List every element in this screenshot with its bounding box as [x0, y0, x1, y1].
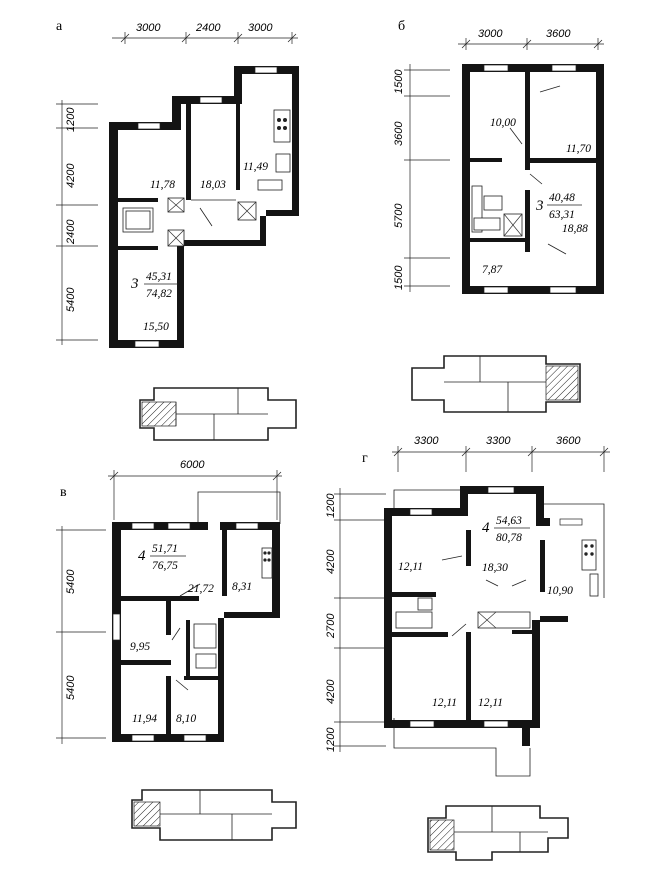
plan-a-dim-top-2: 2400: [195, 22, 221, 34]
plan-a-dim-side-1: 1200: [65, 107, 77, 132]
plan-g-room-area-3: 10,90: [547, 585, 573, 597]
plan-b-dim-side-3: 5700: [393, 203, 405, 228]
plan-a-windows: [134, 66, 278, 348]
plan-g-room-area-4: 12,11: [432, 697, 457, 709]
plan-b-apartment-formula: 3 40,48 63,31: [535, 192, 582, 221]
plan-a-key-plan: [139, 387, 297, 441]
plan-b-room-area-1: 10,00: [490, 117, 516, 129]
plan-v: в 6000 5400 5400: [56, 459, 297, 841]
plan-v-rooms-count: 4: [138, 548, 146, 564]
plan-v-room-area-5: 8,10: [176, 713, 196, 725]
plan-b-fixtures: [471, 85, 567, 255]
plan-b-side-dimensions: 1500 3600 5700 1500: [393, 64, 450, 292]
plan-a-rooms-count: 3: [130, 276, 139, 292]
plan-a-total-area: 74,82: [146, 288, 172, 300]
plan-a-living-area: 45,31: [146, 271, 172, 283]
plan-a-dim-side-4: 5400: [65, 287, 77, 312]
plan-g-dim-top-2: 3300: [486, 435, 511, 447]
plan-b-room-area-4: 7,87: [482, 264, 503, 276]
plan-a-side-dimensions: 1200 4200 2400 5400: [56, 100, 98, 345]
plan-g-dim-side-1: 1200: [325, 493, 337, 518]
plan-v-dim-side-2: 5400: [65, 675, 77, 700]
plan-v-windows: [112, 522, 259, 742]
plan-g-side-dimensions: 1200 4200 2700 4200 1200: [325, 488, 386, 752]
plan-g-room-area-1: 12,11: [398, 561, 423, 573]
plan-a-room-area-4: 15,50: [143, 321, 169, 333]
plan-b-rooms-count: 3: [535, 198, 544, 214]
plan-b-living-area: 40,48: [549, 192, 575, 204]
plan-g-apartment-formula: 4 54,63 80,78: [482, 515, 530, 544]
plan-b-label: б: [398, 19, 405, 34]
plan-b-key-plan: [411, 355, 581, 413]
plan-v-room-area-4: 11,94: [132, 713, 157, 725]
plan-a-apartment-formula: 3 45,31 74,82: [130, 271, 178, 300]
plan-b-walls: [462, 64, 604, 294]
plan-v-room-area-3: 9,95: [130, 641, 150, 653]
plan-g-top-dimensions: 3300 3300 3600: [392, 435, 610, 472]
plan-v-total-area: 76,75: [152, 560, 178, 572]
plan-g-label: г: [362, 451, 368, 466]
plan-b-top-dimensions: 3000 3600: [458, 28, 604, 50]
plan-a-dim-top-3: 3000: [248, 22, 273, 34]
plan-b-windows: [483, 64, 577, 294]
plan-g-key-plan: [427, 805, 569, 861]
plan-v-key-plan: [131, 789, 297, 841]
plan-g-living-area: 54,63: [496, 515, 522, 527]
plan-a-dim-side-3: 2400: [65, 219, 77, 245]
plan-a: а 3000 2400 3000 1200 4200 2400: [56, 19, 299, 441]
plan-g-dim-side-5: 1200: [325, 727, 337, 752]
plan-b-total-area: 63,31: [549, 209, 575, 221]
plan-b-dim-top-2: 3600: [546, 28, 571, 40]
plan-b-dim-side-1: 1500: [393, 69, 405, 94]
plan-g-dim-side-3: 2700: [325, 613, 337, 639]
plan-a-room-area-2: 18,03: [200, 179, 226, 191]
plan-a-dim-side-2: 4200: [65, 163, 77, 188]
plan-g-room-area-5: 12,11: [478, 697, 503, 709]
plan-v-room-area-2: 8,31: [232, 581, 252, 593]
plan-b-dim-top-1: 3000: [478, 28, 503, 40]
plan-v-room-area-1: 21,72: [188, 583, 214, 595]
plan-g-dim-top-1: 3300: [414, 435, 439, 447]
plan-g-dim-side-4: 4200: [325, 679, 337, 704]
plan-a-room-area-3: 11,49: [243, 161, 268, 173]
plan-a-dim-top-1: 3000: [136, 22, 161, 34]
plan-g-rooms-count: 4: [482, 520, 490, 536]
plan-a-room-area-1: 11,78: [150, 179, 175, 191]
plan-a-label: а: [56, 19, 63, 34]
plan-a-walls: [109, 66, 299, 348]
plan-b-dim-side-2: 3600: [393, 121, 405, 146]
plan-g-dim-side-2: 4200: [325, 549, 337, 574]
plan-g-windows: [409, 486, 583, 728]
plan-b-room-area-2: 11,70: [566, 143, 591, 155]
plan-v-fixtures: [171, 547, 273, 691]
plan-v-apartment-formula: 4 51,71 76,75: [138, 543, 186, 572]
plan-g-dim-top-3: 3600: [556, 435, 581, 447]
plan-v-dim-side-1: 5400: [65, 569, 77, 594]
plan-a-fixtures: [122, 109, 291, 247]
plan-v-side-dimensions: 5400 5400: [56, 526, 106, 744]
plan-b-room-area-3: 18,88: [562, 223, 588, 235]
plan-a-top-dimensions: 3000 2400 3000: [112, 22, 298, 44]
plan-g: г 3300 3300 3600 1200 4200 2700: [325, 435, 610, 861]
plan-v-top-dimensions: 6000: [108, 459, 282, 520]
plan-b-dim-side-4: 1500: [393, 265, 405, 290]
plan-g-room-area-2: 18,30: [482, 562, 508, 574]
plan-b: б 3000 3600 1500 3600 5700 1500: [393, 19, 604, 413]
plan-v-dim-top-1: 6000: [180, 459, 205, 471]
plan-v-label: в: [60, 485, 67, 500]
plan-g-fixtures: [395, 539, 599, 637]
plan-g-total-area: 80,78: [496, 532, 522, 544]
plan-v-living-area: 51,71: [152, 543, 178, 555]
